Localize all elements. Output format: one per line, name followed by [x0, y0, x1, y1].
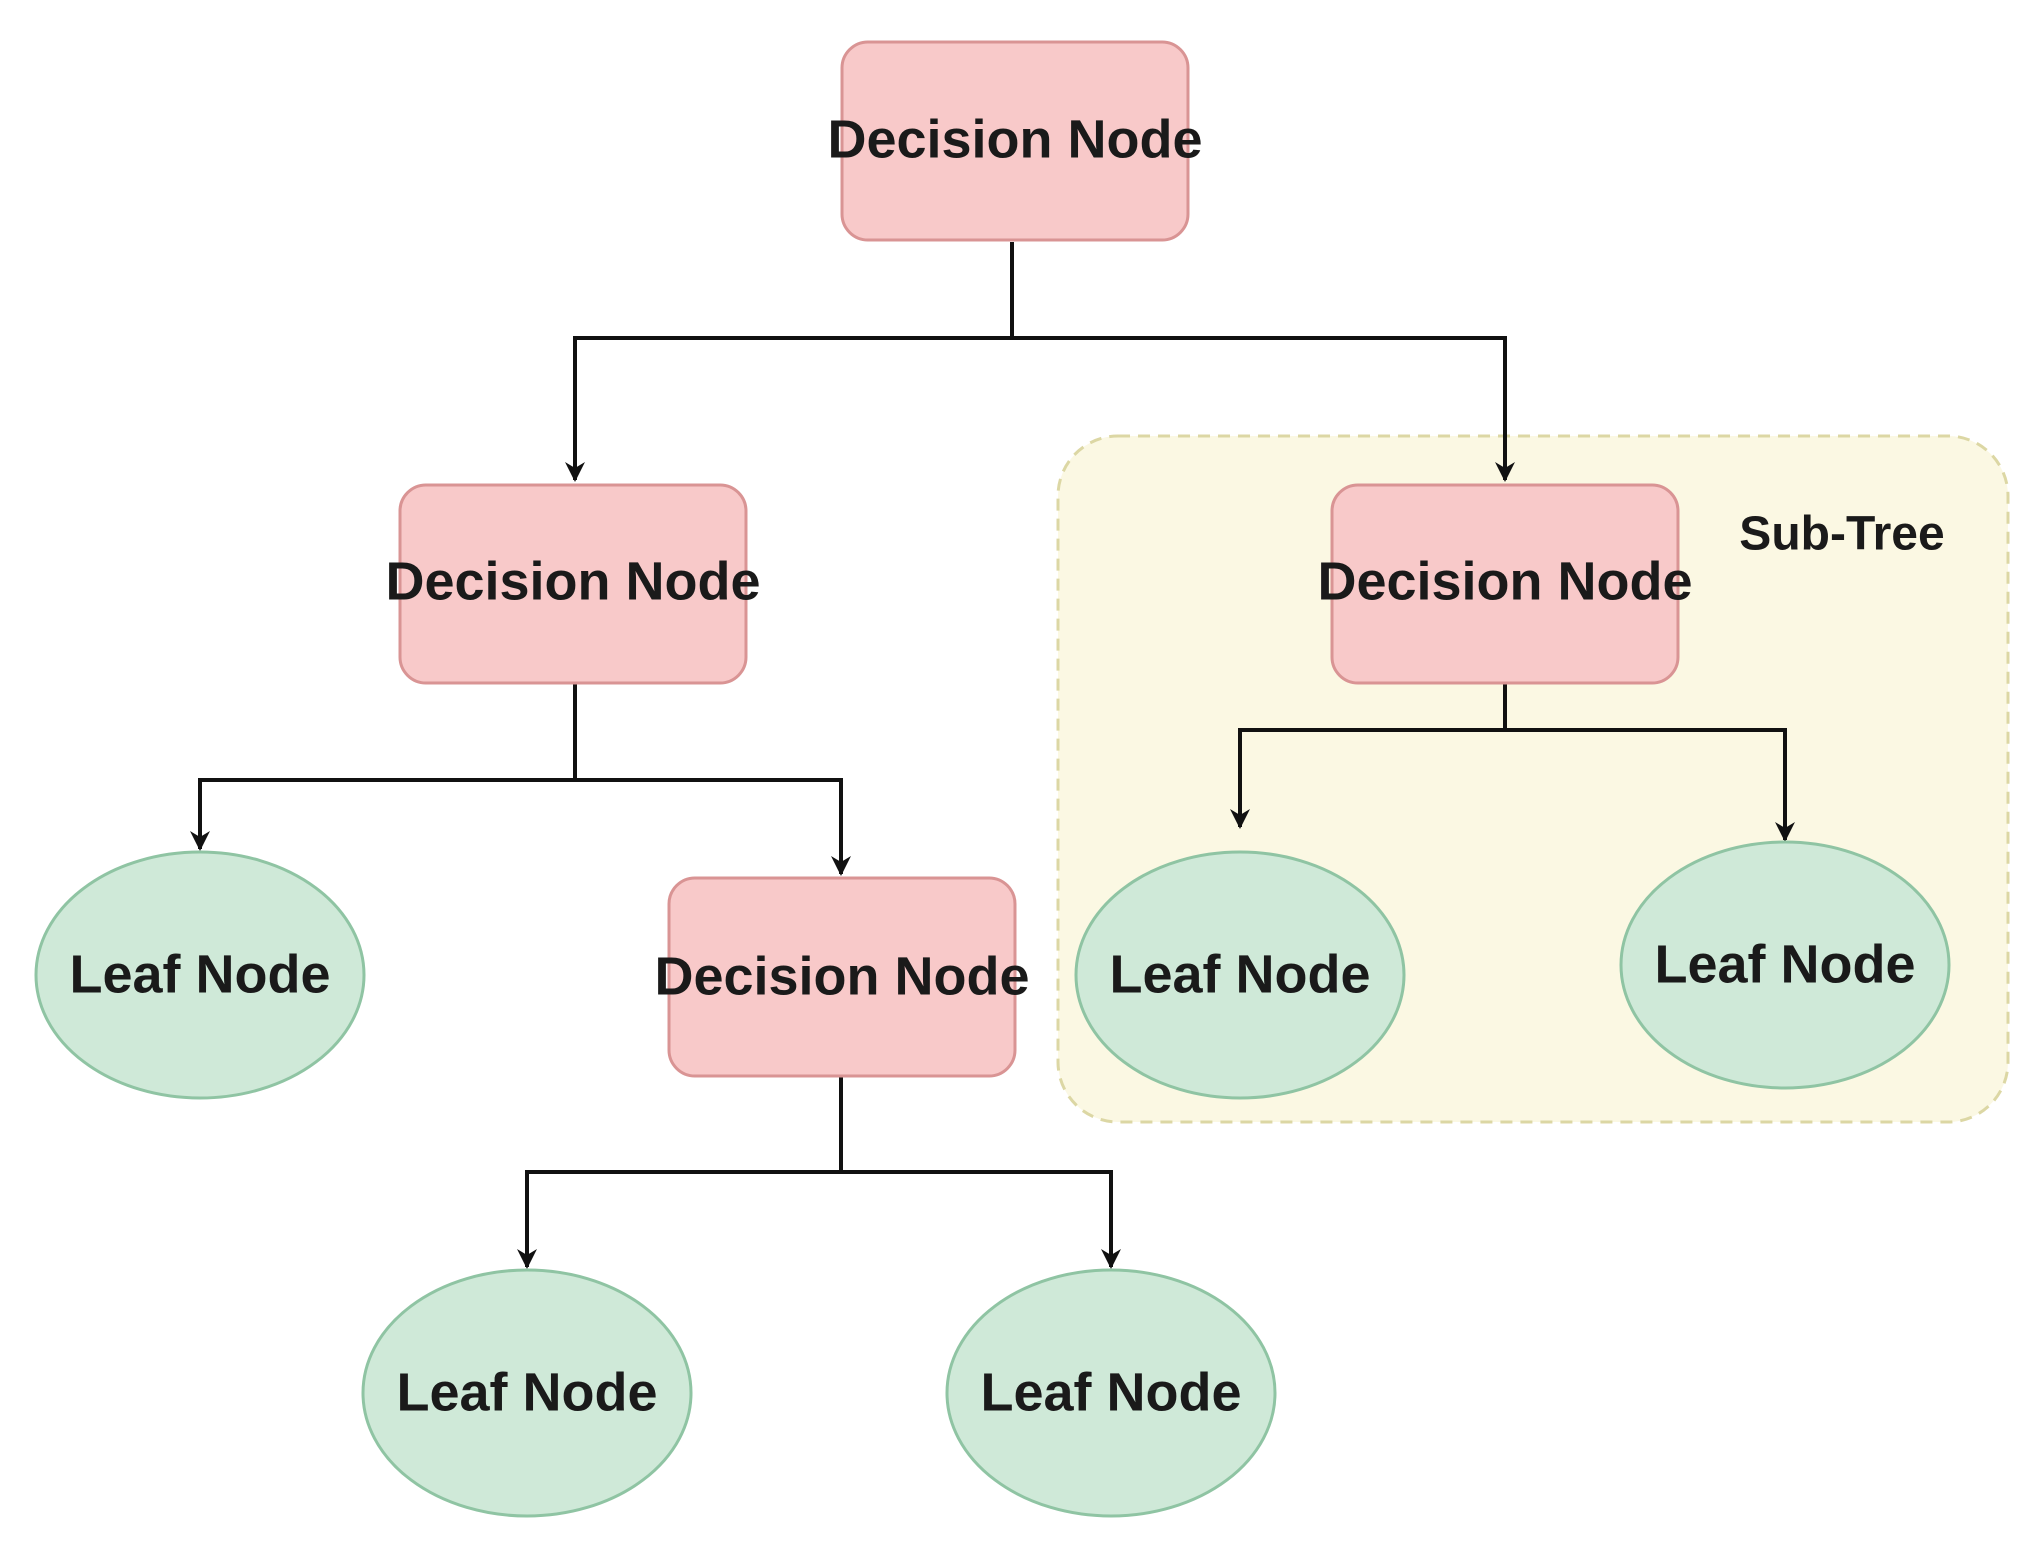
edge-root-to-left-decision — [565, 242, 1014, 482]
leaf-node-label: Leaf Node — [1654, 934, 1915, 994]
leaf-node-shape — [1619, 840, 1951, 1090]
decision-node-label: Decision Node — [827, 109, 1202, 169]
leaf-node-3: Leaf Node — [945, 1268, 1277, 1518]
decision-node-left: Decision Node — [385, 483, 761, 685]
decision-node-box — [840, 40, 1190, 242]
edge-inner-decision-to-leaf-2 — [517, 1076, 843, 1269]
leaf-node-label: Leaf Node — [1109, 944, 1370, 1004]
subtree-label: Sub-Tree — [1739, 508, 1944, 561]
leaf-node-label: Leaf Node — [396, 1362, 657, 1422]
leaf-node-shape — [361, 1268, 693, 1518]
leaf-node-5: Leaf Node — [1619, 840, 1951, 1090]
leaf-node-shape — [1074, 850, 1406, 1100]
edge-left-decision-to-inner-decision — [573, 683, 851, 876]
decision-node-root: Decision Node — [827, 40, 1203, 242]
leaf-node-shape — [34, 850, 366, 1100]
edges — [190, 242, 1795, 1269]
decision-node-label: Decision Node — [1317, 551, 1692, 611]
edge-left-decision-to-leaf-1 — [190, 683, 577, 851]
decision-node-right: Decision Node — [1317, 483, 1693, 685]
decision-node-box — [1330, 483, 1680, 685]
leaf-node-1: Leaf Node — [34, 850, 366, 1100]
decision-node-label: Decision Node — [654, 946, 1029, 1006]
edge-right-decision-to-leaf-5 — [1503, 683, 1795, 842]
decision-node-inner: Decision Node — [654, 876, 1030, 1078]
leaf-node-4: Leaf Node — [1074, 850, 1406, 1100]
edge-root-to-right-decision — [1010, 242, 1515, 482]
leaf-node-label: Leaf Node — [980, 1362, 1241, 1422]
decision-node-box — [398, 483, 748, 685]
leaf-node-label: Leaf Node — [69, 944, 330, 1004]
leaf-node-2: Leaf Node — [361, 1268, 693, 1518]
decision-node-box — [667, 876, 1017, 1078]
decision-node-label: Decision Node — [385, 551, 760, 611]
edge-inner-decision-to-leaf-3 — [839, 1076, 1121, 1269]
leaf-node-shape — [945, 1268, 1277, 1518]
